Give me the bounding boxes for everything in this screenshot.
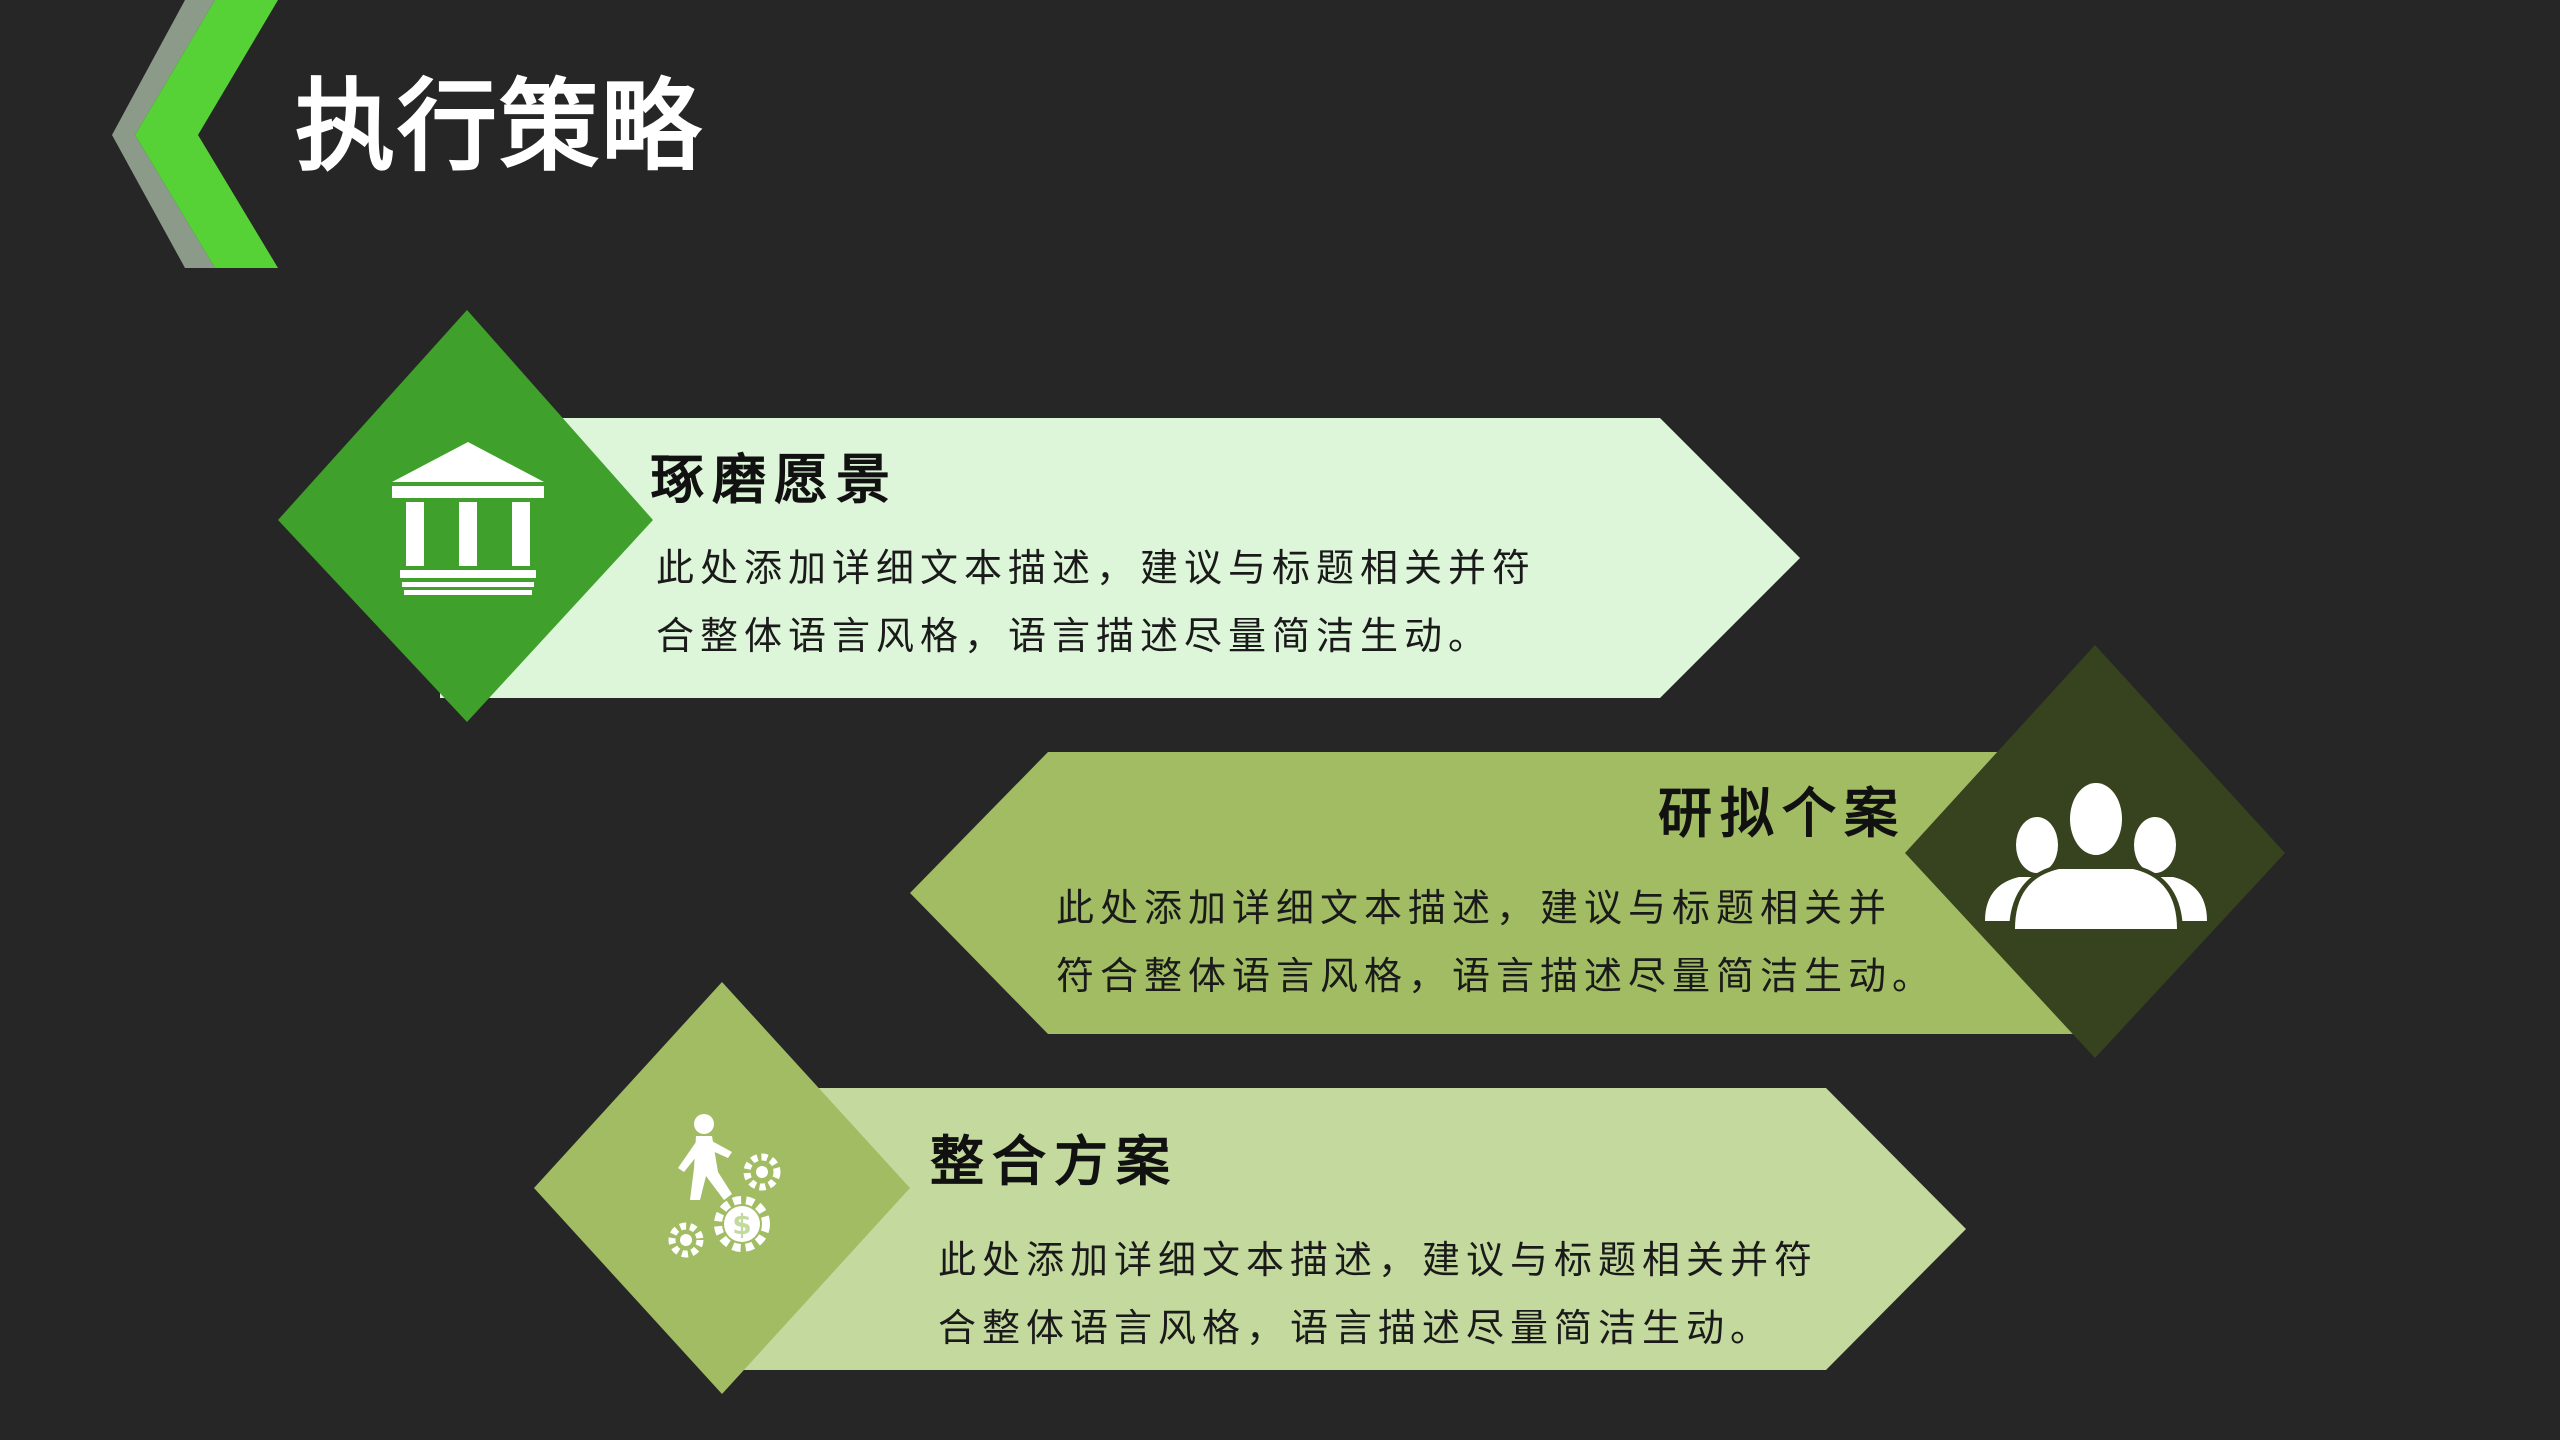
item-1-desc-line-2: 合整体语言风格，语言描述尽量简洁生动。 <box>656 614 1493 658</box>
businessman-gears-icon: $ <box>668 1114 781 1258</box>
item-1-desc-line-1: 此处添加详细文本描述，建议与标题相关并符 <box>656 546 1537 590</box>
bank-icon <box>392 442 544 595</box>
item-2-desc-line-1: 此处添加详细文本描述，建议与标题相关并 <box>1056 886 1893 930</box>
page-title: 执行策略 <box>295 68 703 185</box>
item-2-card <box>910 752 2078 1034</box>
item-2-desc-line-2: 符合整体语言风格，语言描述尽量简洁生动。 <box>1056 954 1937 998</box>
chevron-accent-icon <box>112 0 278 268</box>
svg-text:$: $ <box>732 1208 751 1241</box>
item-3-title: 整合方案 <box>930 1130 1178 1193</box>
item-1-title: 琢磨愿景 <box>650 448 898 511</box>
item-3-card <box>700 1088 1966 1370</box>
item-3-desc-line-1: 此处添加详细文本描述，建议与标题相关并符 <box>938 1238 1819 1282</box>
people-group-icon <box>1985 779 2207 933</box>
item-2-title: 研拟个案 <box>1658 782 1906 845</box>
item-3-desc-line-2: 合整体语言风格，语言描述尽量简洁生动。 <box>938 1306 1775 1350</box>
item-1-card <box>440 418 1800 698</box>
